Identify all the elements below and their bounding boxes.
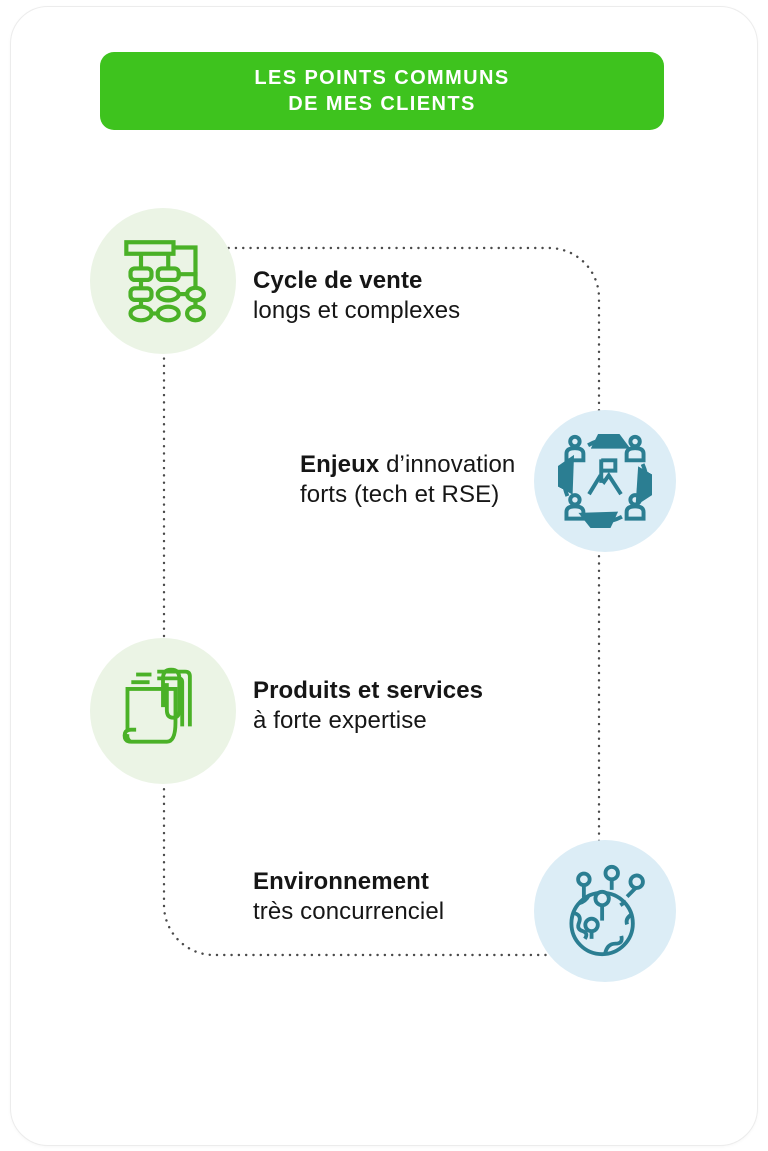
item-circle-produits-services <box>90 638 236 784</box>
item-title-rest: d’innovation <box>379 451 516 478</box>
digital-globe-icon <box>569 864 645 957</box>
item-text-enjeux-innovation: Enjeux d’innovation forts (tech et RSE) <box>300 450 515 510</box>
item-title: Enjeux d’innovation <box>300 450 515 480</box>
item-subtitle: forts (tech et RSE) <box>300 481 500 508</box>
item-text-environnement: Environnement très concurrenciel <box>253 867 444 927</box>
item-title-bold: Enjeux <box>300 451 380 478</box>
item-circle-environnement <box>534 840 676 982</box>
item-subtitle: très concurrenciel <box>253 898 445 925</box>
item-title-bold: Produits et services <box>253 677 484 704</box>
team-cycle-icon <box>558 434 652 528</box>
item-text-produits-services: Produits et services à forte expertise <box>253 676 483 736</box>
header-line1: LES POINTS COMMUNS <box>254 67 510 89</box>
item-title-bold: Cycle de vente <box>253 267 423 294</box>
flowchart-icon <box>124 240 206 323</box>
item-subtitle: à forte expertise <box>253 707 427 734</box>
item-title: Cycle de vente <box>253 266 460 296</box>
item-subtitle: longs et complexes <box>253 297 461 324</box>
item-title-bold: Environnement <box>253 868 429 895</box>
item-circle-cycle-de-vente <box>90 208 236 354</box>
documents-paperclip-icon <box>122 667 192 744</box>
header-line2: DE MES CLIENTS <box>288 93 476 115</box>
header-badge: LES POINTS COMMUNS DE MES CLIENTS <box>100 52 664 130</box>
item-title: Produits et services <box>253 676 483 706</box>
item-circle-enjeux-innovation <box>534 410 676 552</box>
item-text-cycle-de-vente: Cycle de vente longs et complexes <box>253 266 460 326</box>
item-title: Environnement <box>253 867 444 897</box>
